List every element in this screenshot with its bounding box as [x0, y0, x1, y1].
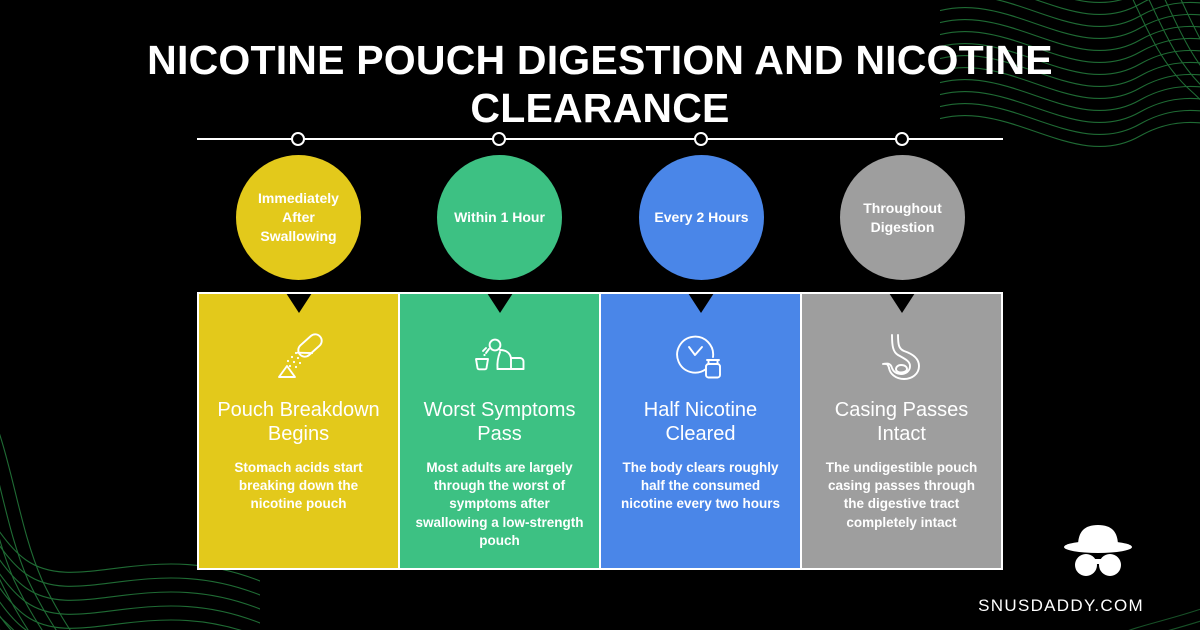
- timeline-marker-2: [492, 132, 506, 146]
- timeline-marker-3: [694, 132, 708, 146]
- stage-panel-3: Half Nicotine Cleared The body clears ro…: [601, 294, 800, 568]
- panel-notch-3: [687, 294, 714, 313]
- stage-heading-1: Pouch Breakdown Begins: [217, 399, 380, 445]
- stage-panel-2: Worst Symptoms Pass Most adults are larg…: [400, 294, 599, 568]
- stage-body-1: Stomach acids start breaking down the ni…: [234, 460, 363, 512]
- stage-badge-label-4: Throughout Digestion: [863, 199, 942, 235]
- timeline-marker-1: [291, 132, 305, 146]
- stage-body-2: Most adults are largely through the wors…: [415, 460, 584, 548]
- timeline-marker-4: [895, 132, 909, 146]
- stage-badge-label-2: Within 1 Hour: [454, 209, 545, 226]
- timeline-axis: [197, 132, 1003, 146]
- clock-pill-bottle-icon: [675, 332, 727, 382]
- panel-notch-1: [285, 294, 312, 313]
- stage-badge-2: Within 1 Hour: [437, 155, 562, 280]
- stage-badge-label-3: Every 2 Hours: [654, 209, 749, 226]
- stage-body-4: The undigestible pouch casing passes thr…: [825, 460, 978, 530]
- stage-heading-4: Casing Passes Intact: [834, 399, 969, 445]
- stage-panel-4: Casing Passes Intact The undigestible po…: [802, 294, 1001, 568]
- stage-badge-3: Every 2 Hours: [639, 155, 764, 280]
- bowler-hat-sunglasses-logo: [1064, 525, 1132, 576]
- stage-badge-4: Throughout Digestion: [840, 155, 965, 280]
- stage-body-3: The body clears roughly half the consume…: [620, 460, 781, 512]
- stomach-icon: [877, 332, 927, 382]
- capsule-pouring-icon: [273, 332, 325, 382]
- stage-panels: Pouch Breakdown Begins Stomach acids sta…: [197, 292, 1003, 570]
- panel-notch-2: [486, 294, 513, 313]
- stage-heading-3: Half Nicotine Cleared: [643, 399, 758, 445]
- stage-badge-label-1: Immediately After Swallowing: [258, 190, 339, 244]
- stage-badge-1: Immediately After Swallowing: [236, 155, 361, 280]
- stage-heading-2: Worst Symptoms Pass: [423, 399, 576, 445]
- panel-notch-4: [888, 294, 915, 313]
- brand-name: SNUSDADDY.COM: [978, 596, 1144, 615]
- page-title: NICOTINE POUCH DIGESTION AND NICOTINE CL…: [147, 37, 1053, 132]
- stage-panel-1: Pouch Breakdown Begins Stomach acids sta…: [199, 294, 398, 568]
- person-vomiting-icon: [473, 332, 527, 382]
